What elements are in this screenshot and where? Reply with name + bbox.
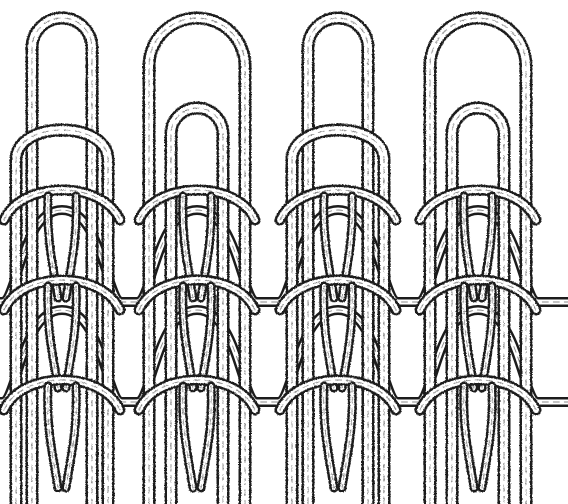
wale-1: [4, 18, 120, 504]
wale-3: [280, 18, 396, 504]
held-loop-2-fibre: [149, 18, 245, 504]
held-loop-2: [149, 18, 245, 504]
held-loop-4-outline: [430, 18, 526, 504]
held-loop-2-outline: [149, 18, 245, 504]
held-loop-2-core: [149, 18, 245, 504]
held-loop-1-core: [32, 18, 92, 504]
held-loop-3: [308, 18, 368, 504]
loop-layer: [4, 18, 536, 504]
held-loop-1-fibre: [32, 18, 92, 504]
loop-leg-right-4-3: [482, 386, 492, 488]
loop-leg-right-1-3: [66, 386, 76, 488]
loop-leg-left-2-3: [183, 386, 193, 488]
loop-leg-right-3-3: [342, 386, 352, 488]
loop-head-2-3: [139, 380, 255, 410]
loop-leg-left-1-3: [48, 386, 58, 488]
held-loop-3-fibre: [308, 18, 368, 504]
held-loop-1-outline: [32, 18, 92, 504]
loop-leg-left-4-3: [464, 386, 474, 488]
loop-head-4-3-outline: [420, 380, 536, 410]
held-loop-1: [32, 18, 92, 504]
loop-head-4-3: [420, 380, 536, 410]
held-loop-3-core: [308, 18, 368, 504]
loop-leg-left-3-3: [324, 386, 334, 488]
held-loop-3-outline: [308, 18, 368, 504]
held-loop-4: [430, 18, 526, 504]
held-loop-4-fibre: [430, 18, 526, 504]
loop-head-2-3-outline: [139, 380, 255, 410]
held-loop-4-core: [430, 18, 526, 504]
loop-leg-right-2-3: [201, 386, 211, 488]
